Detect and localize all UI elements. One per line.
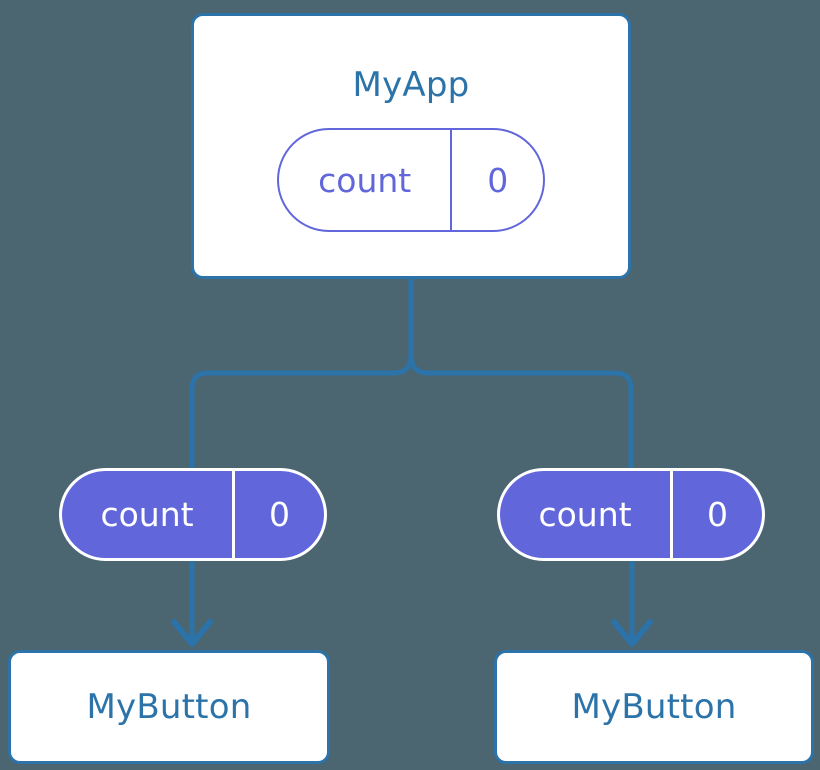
component-title-mybutton: MyButton (571, 687, 737, 727)
state-key: count (538, 495, 632, 534)
component-title-mybutton: MyButton (86, 687, 252, 727)
state-value: 0 (232, 471, 324, 558)
component-node-mybutton-right[interactable]: MyButton (494, 650, 814, 764)
edge-fork-to-left-state (189, 351, 414, 468)
state-pill-root[interactable]: count 0 (277, 128, 545, 232)
state-value: 0 (670, 471, 762, 558)
arrowhead-right-icon (611, 619, 653, 647)
state-pill-child-right[interactable]: count 0 (497, 468, 765, 561)
state-pill-child-left[interactable]: count 0 (59, 468, 327, 561)
arrowhead-left-icon (171, 619, 213, 647)
state-value: 0 (450, 130, 543, 230)
state-key: count (100, 495, 194, 534)
component-title-myapp: MyApp (352, 65, 470, 105)
state-key: count (318, 160, 412, 200)
component-node-mybutton-left[interactable]: MyButton (8, 650, 330, 764)
edge-fork-to-right-state (408, 351, 634, 468)
